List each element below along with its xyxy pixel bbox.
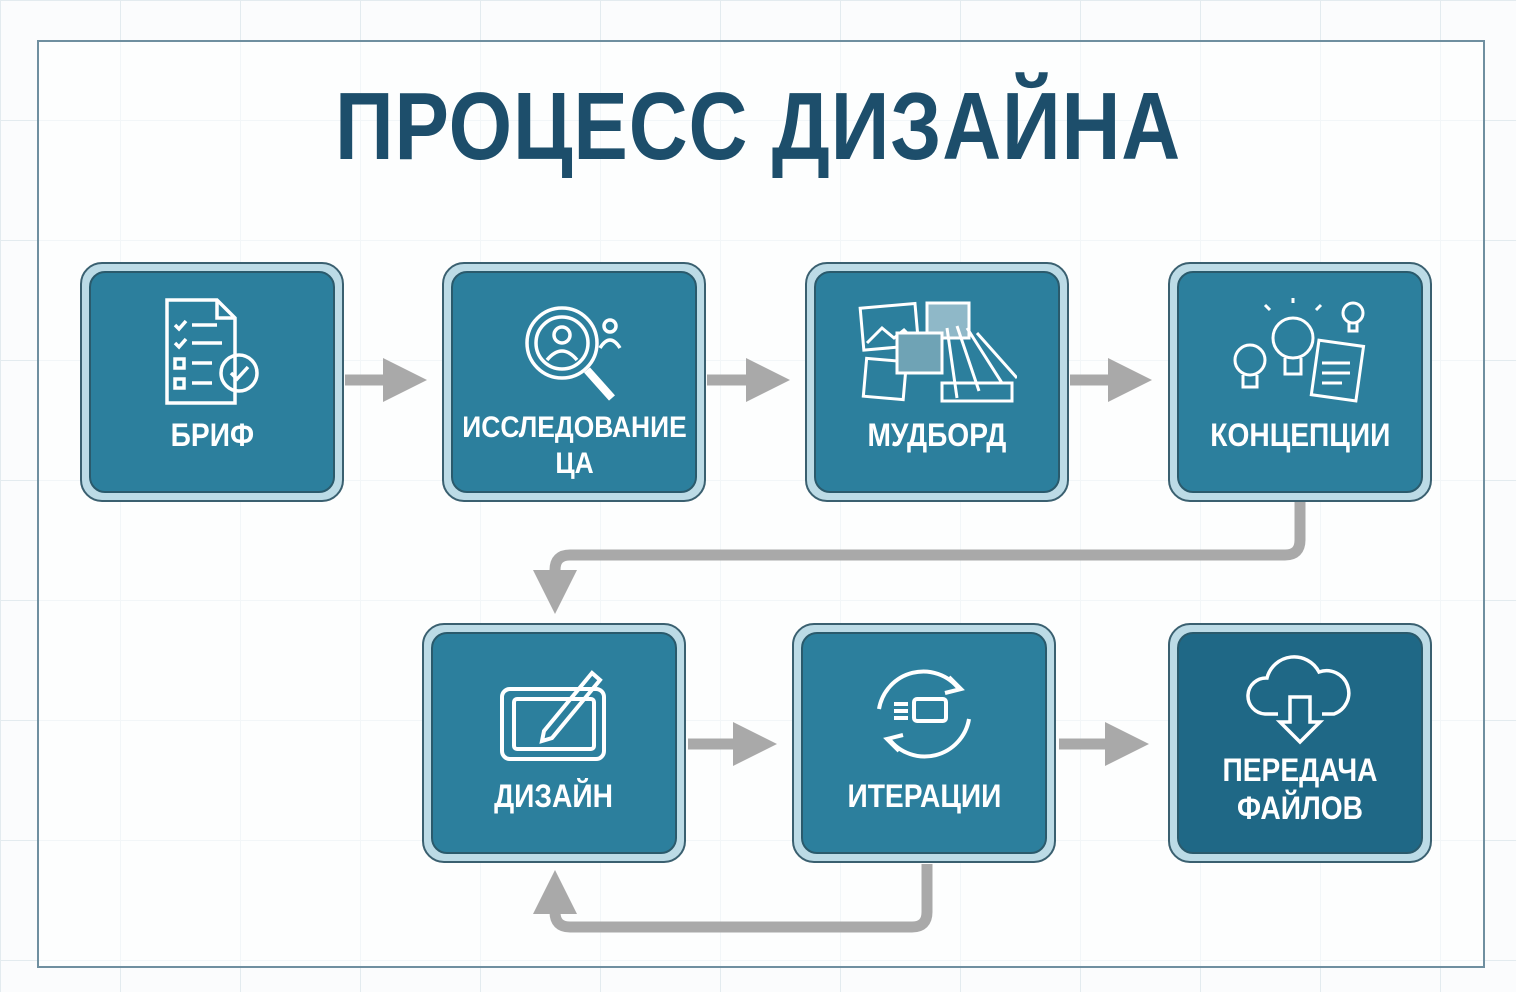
arrow-concepts-to-design (533, 502, 1306, 614)
audience-search-icon (494, 295, 654, 410)
diagram-title: ПРОЦЕСС ДИЗАЙНА (334, 73, 1182, 180)
step-label: ИТЕРАЦИИ (847, 778, 1001, 814)
step-design: ДИЗАЙН (422, 623, 686, 863)
refresh-cycle-icon (844, 656, 1004, 771)
step-moodboard: МУДБОРД (805, 262, 1069, 502)
step-concepts: КОНЦЕПЦИИ (1168, 262, 1432, 502)
step-file-handoff: ПЕРЕДАЧА ФАЙЛОВ (1168, 623, 1432, 863)
step-label: КОНЦЕПЦИИ (1209, 417, 1391, 453)
cloud-download-icon (1220, 652, 1380, 747)
lightbulb-ideas-icon (1220, 295, 1380, 410)
checklist-document-icon (132, 295, 292, 410)
arrow-iterations-back-to-design (533, 864, 933, 933)
step-iterations: ИТЕРАЦИИ (792, 623, 1056, 863)
step-audience-research: ИССЛЕДОВАНИЕ ЦА (442, 262, 706, 502)
step-label: ДИЗАЙН (494, 778, 614, 814)
step-label: ИССЛЕДОВАНИЕ ЦА (461, 411, 687, 480)
moodboard-images-icon (857, 295, 1017, 410)
step-label: ПЕРЕДАЧА ФАЙЛОВ (1222, 752, 1378, 826)
step-brief: БРИФ (80, 262, 344, 502)
step-label: МУДБОРД (867, 417, 1007, 453)
step-label: БРИФ (170, 417, 254, 453)
tablet-pen-icon (474, 656, 634, 771)
